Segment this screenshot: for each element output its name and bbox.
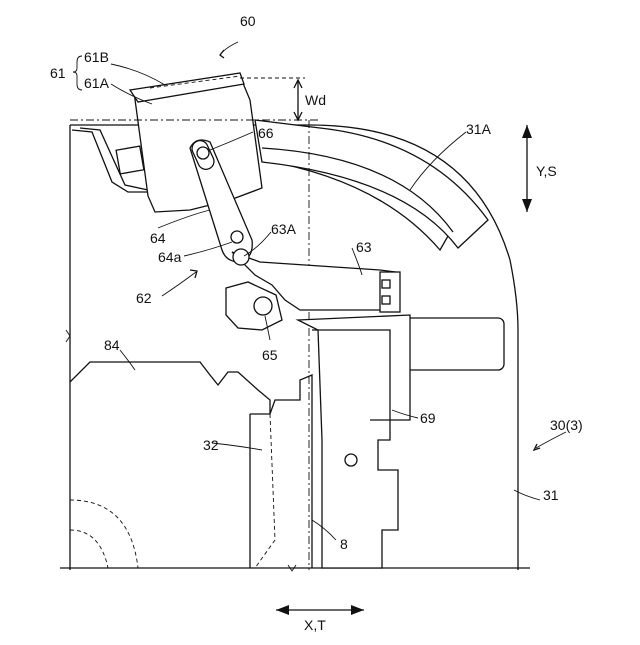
label-x-t: X,T [304, 617, 326, 633]
label-64a: 64a [158, 249, 182, 265]
label-65: 65 [262, 347, 278, 363]
label-wd: Wd [305, 92, 326, 108]
label-8: 8 [340, 536, 348, 552]
dotted-arcs [70, 500, 138, 568]
part-65 [226, 282, 282, 330]
arrow-y-s [522, 125, 532, 212]
label-61B: 61B [84, 49, 109, 65]
slide-block [298, 315, 504, 568]
label-63A: 63A [271, 221, 297, 237]
label-31A: 31A [466, 121, 492, 137]
label-84: 84 [104, 337, 120, 353]
label-30-3: 30(3) [550, 417, 583, 433]
label-63: 63 [356, 239, 372, 255]
label-31: 31 [543, 487, 559, 503]
label-y-s: Y,S [536, 163, 557, 179]
label-66: 66 [258, 125, 274, 141]
label-62: 62 [136, 290, 152, 306]
label-32: 32 [203, 437, 219, 453]
label-61A: 61A [84, 75, 110, 91]
arrow-x-t [276, 605, 364, 615]
component-32 [250, 375, 312, 568]
component-84 [70, 362, 270, 414]
label-61: 61 [50, 65, 66, 81]
label-69: 69 [420, 410, 436, 426]
left-bracket [72, 128, 150, 192]
label-64: 64 [150, 230, 166, 246]
brace-61 [73, 56, 82, 90]
label-60: 60 [240, 13, 256, 29]
